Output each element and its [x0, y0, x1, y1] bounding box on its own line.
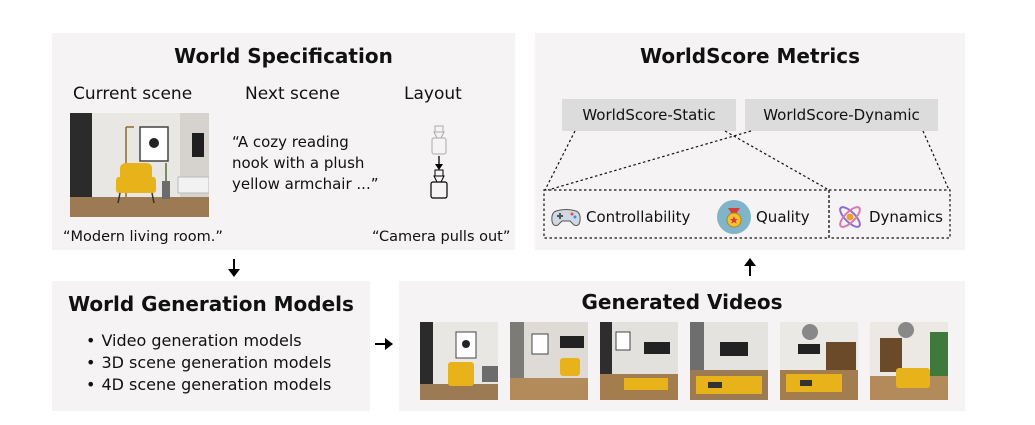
- worldscore-dynamic-tag: WorldScore-Dynamic: [745, 99, 938, 131]
- video-frame-6: [870, 322, 948, 400]
- dynamics-label: Dynamics: [869, 208, 943, 226]
- down-arrow: [228, 259, 240, 277]
- metric-connector-lines: [543, 130, 951, 239]
- layout-caption: “Camera pulls out”: [372, 229, 511, 245]
- list-item: 4D scene generation models: [86, 374, 331, 396]
- next-scene-prompt-line-2: nook with a plush: [232, 154, 365, 172]
- gamepad-icon: [551, 209, 581, 226]
- next-scene-prompt-line-3: yellow armchair ...”: [232, 175, 379, 193]
- world-specification-title: World Specification: [174, 44, 393, 68]
- video-frame-strip: [420, 322, 950, 400]
- video-frame-4: [690, 322, 768, 400]
- current-scene-caption: “Modern living room.”: [63, 229, 223, 245]
- list-item: Video generation models: [86, 330, 331, 352]
- current-scene-image: [70, 113, 209, 217]
- medal-icon: [717, 200, 751, 234]
- camera-layout-icon: [424, 124, 454, 200]
- quality-label: Quality: [756, 208, 810, 226]
- model-type-list: Video generation models 3D scene generat…: [86, 330, 331, 396]
- worldscore-static-tag: WorldScore-Static: [562, 99, 736, 131]
- metric-controllability: Controllability: [550, 201, 690, 233]
- next-scene-label: Next scene: [245, 84, 340, 104]
- list-item: 3D scene generation models: [86, 352, 331, 374]
- video-frame-3: [600, 322, 678, 400]
- video-frame-5: [780, 322, 858, 400]
- controllability-label: Controllability: [586, 208, 691, 226]
- worldscore-metrics-title: WorldScore Metrics: [639, 44, 861, 68]
- video-frame-1: [420, 322, 498, 400]
- current-scene-label: Current scene: [73, 84, 193, 104]
- atom-icon: [839, 206, 861, 228]
- generated-videos-title: Generated Videos: [581, 290, 783, 314]
- layout-label: Layout: [404, 84, 462, 104]
- right-arrow: [375, 338, 393, 350]
- next-scene-prompt-line-1: “A cozy reading: [232, 133, 349, 151]
- video-frame-2: [510, 322, 588, 400]
- metric-quality: Quality: [716, 199, 810, 235]
- metric-dynamics: Dynamics: [835, 201, 943, 233]
- world-generation-models-title: World Generation Models: [68, 292, 354, 316]
- up-arrow: [744, 258, 756, 276]
